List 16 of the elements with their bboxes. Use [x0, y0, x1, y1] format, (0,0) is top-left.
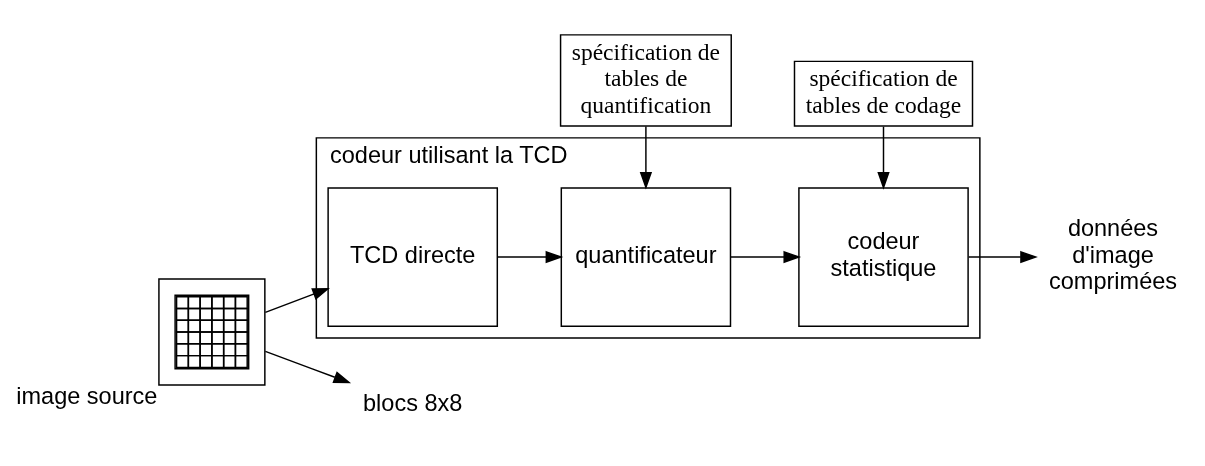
arrow	[967, 250, 1038, 263]
node-picture	[158, 277, 266, 386]
node-box: TCD directe	[327, 186, 499, 327]
arrow	[264, 287, 330, 313]
node-box: quantificateur	[560, 186, 732, 327]
node-text: données d'image comprimées	[1048, 214, 1178, 294]
node-box: spécification de tables de quantification	[559, 33, 732, 127]
node-text: blocs 8x8	[363, 389, 463, 416]
node-box: spécification de tables de codage	[793, 60, 974, 127]
arrow	[264, 350, 352, 383]
node-box: codeur statistique	[798, 186, 969, 327]
arrow	[877, 125, 890, 190]
arrow	[730, 250, 802, 263]
arrow	[496, 250, 564, 263]
arrow	[639, 125, 653, 190]
node-label: image source	[16, 382, 158, 409]
